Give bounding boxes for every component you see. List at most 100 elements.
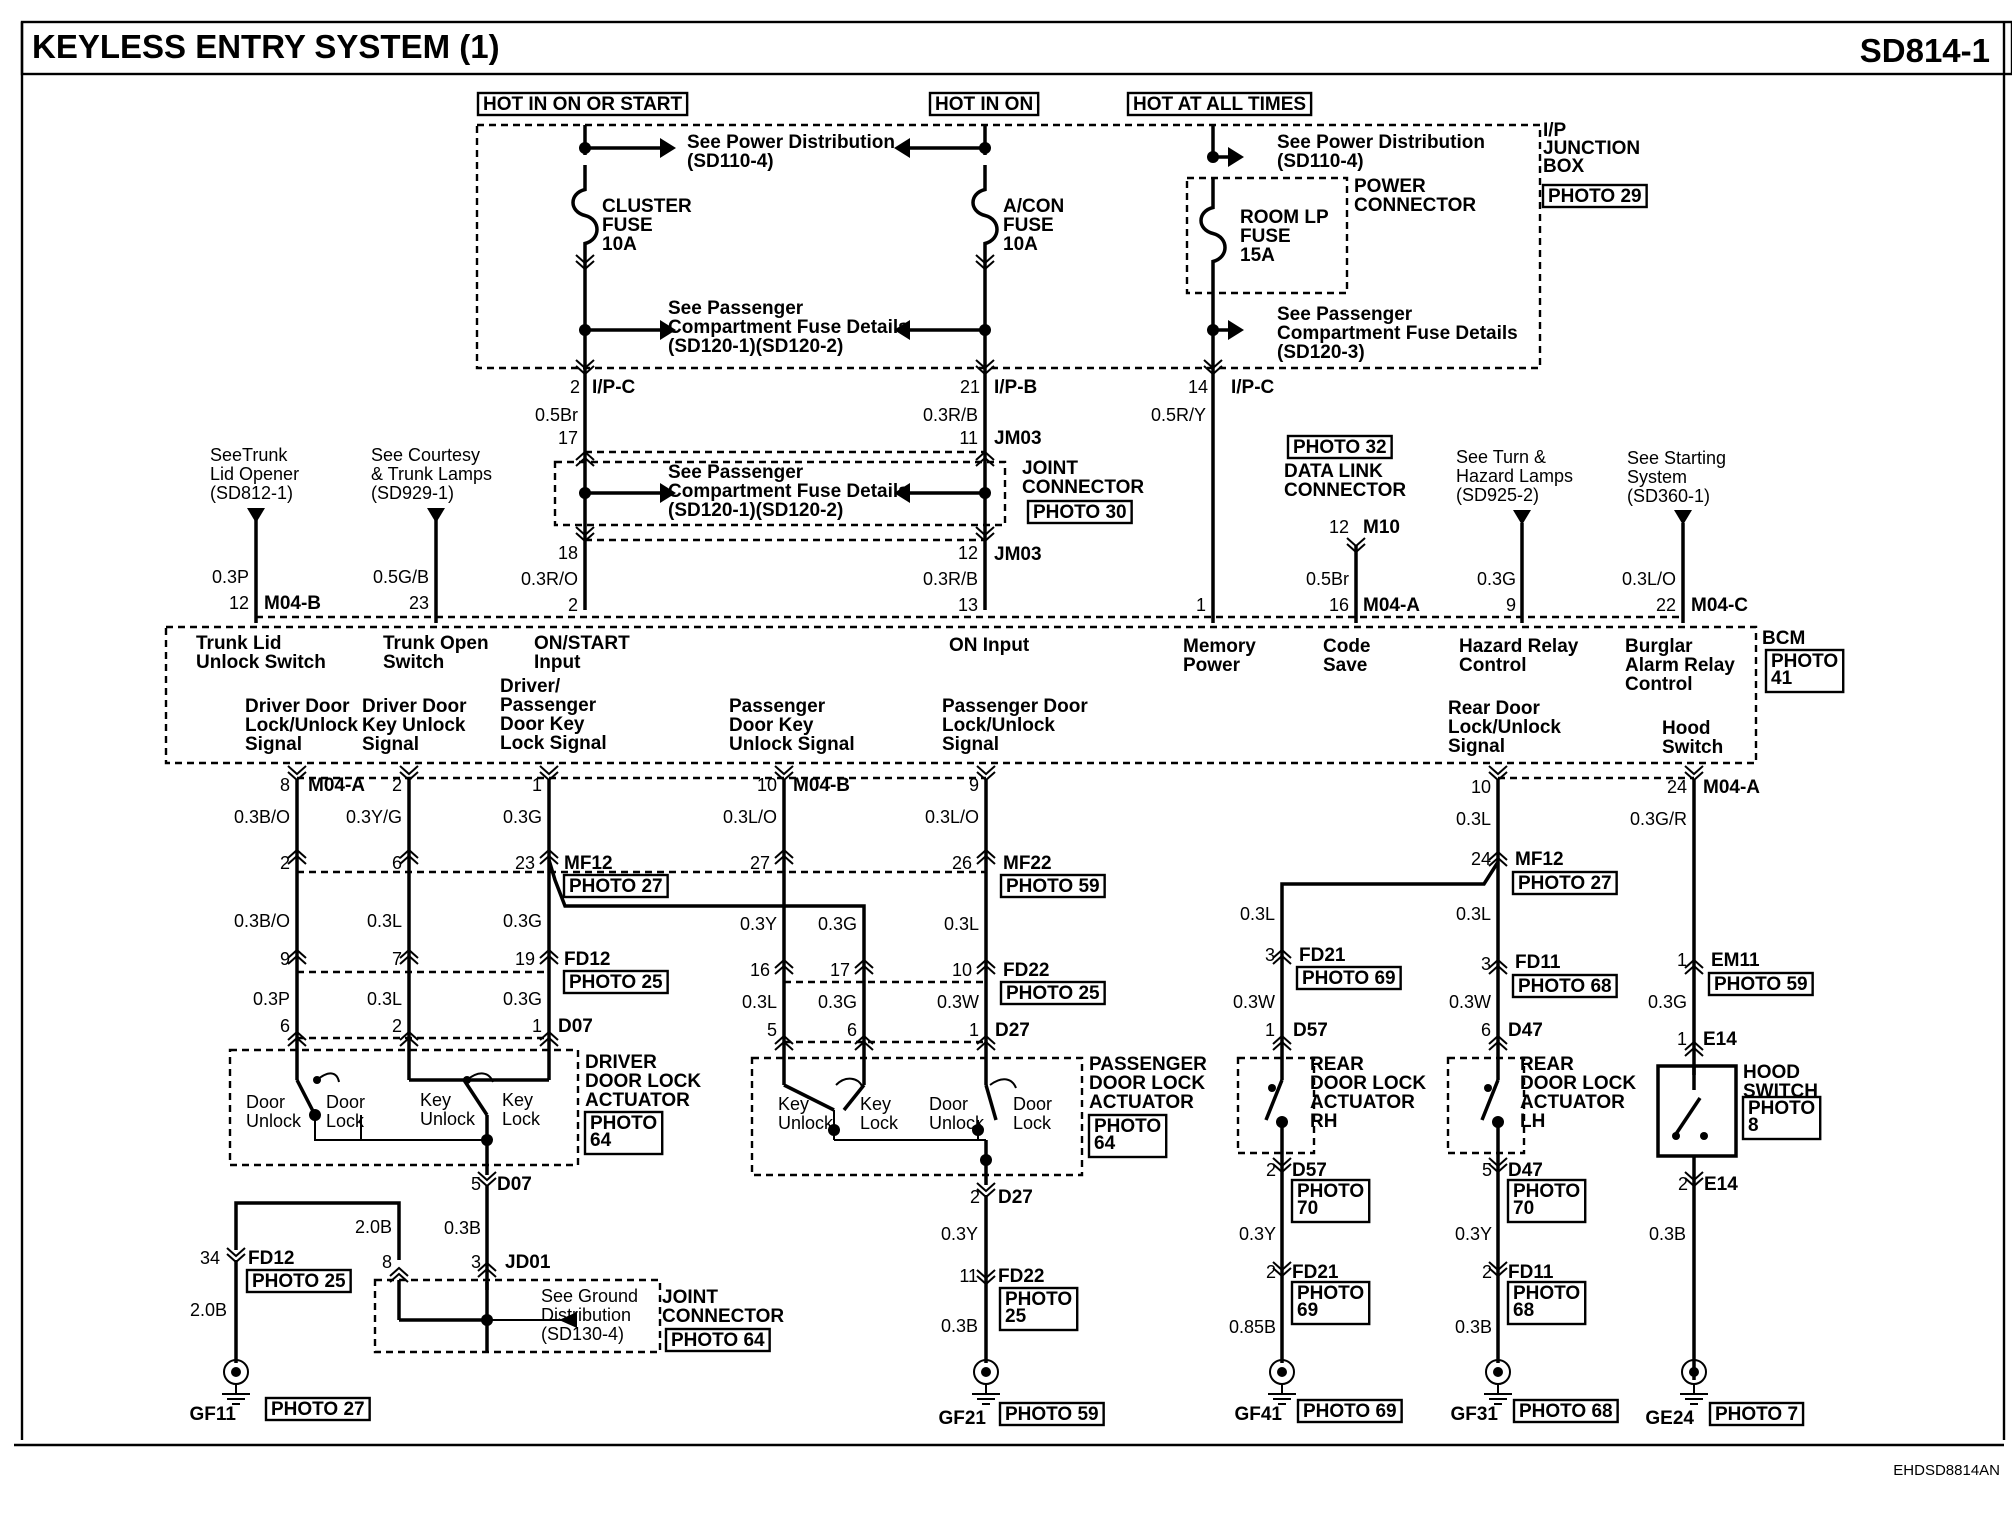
cluster-fuse: CLUSTER [602,196,692,217]
pin-number: 8 [280,775,290,795]
wire-color: 0.3G [1648,992,1687,1012]
wire-color: 0.3R/B [923,569,978,589]
pin-number: 19 [515,949,535,969]
connector-id: M04-C [1691,595,1748,616]
wire-color: 0.3B [941,1316,978,1336]
pin-number: 23 [515,853,535,873]
bcm-pin-passenger-door-lock: Lock/Unlock [942,715,1055,736]
wire-color: 0.3L [1456,809,1491,829]
data-link-connector-photo-box [1286,434,1393,460]
connector-icon [1488,1034,1508,1045]
fd21-ground-photo: 69 [1297,1300,1318,1321]
wire-color: 2.0B [355,1217,392,1237]
pin-number: 16 [1329,595,1349,615]
fd22-ground-photo-box [998,1286,1079,1332]
see-ground-distribution: See Ground [541,1286,638,1306]
wire-color: 0.3B [1649,1224,1686,1244]
ground-id: GF41 [1234,1404,1282,1425]
connector-icon [975,254,995,265]
mf22-photo-box [999,873,1106,899]
pin-number: 24 [1471,849,1491,869]
bcm-photo-box [1764,648,1845,694]
passenger-actuator-photo: PHOTO [1094,1116,1161,1137]
rear-lh-actuator-label: ACTUATOR [1520,1092,1625,1113]
connector-icon [1488,964,1508,975]
wire-color: 0.5Br [1306,569,1349,589]
pin-number: 21 [960,377,980,397]
wire-color: 0.3L [944,914,979,934]
fd12-ground-photo: PHOTO 25 [252,1271,346,1292]
connector-icon [976,848,996,859]
gf11-photo: PHOTO 27 [271,1399,365,1420]
switch-link [316,1072,340,1083]
fd22-ground-photo: PHOTO [1005,1289,1072,1310]
pin-number: 10 [1471,777,1491,797]
hot-in-on-or-start: HOT IN ON OR START [483,94,683,115]
connector-icon [976,765,996,776]
reference-arrow-icon [1513,510,1531,525]
pin-number: 1 [1677,950,1687,970]
connector-icon [1684,1171,1704,1182]
see-power-distribution: (SD110-4) [687,151,774,172]
pin-number: 18 [558,543,578,563]
driver-actuator-photo-box [583,1110,664,1156]
switch-contact [1700,1132,1708,1140]
pin-number: 14 [1188,377,1208,397]
connector-icon [774,964,794,975]
connector-icon [399,954,419,965]
hot-in-on-or-start-box [476,91,689,117]
door-lock-label: Door [1013,1094,1052,1114]
fuse-icon [1199,178,1227,293]
wire-color: 0.3L/O [925,807,979,827]
pin-number: 10 [757,775,777,795]
switch-arm [984,1084,998,1121]
pin-number: 12 [958,543,978,563]
key-lock-label: Key [860,1094,891,1114]
connector-id: D47 [1508,1020,1543,1041]
em11-photo: PHOTO 59 [1714,974,1808,995]
hood-switch-box [1656,1064,1738,1158]
gf31-photo: PHOTO 68 [1519,1401,1613,1422]
driver-door-lock-actuator-label: DRIVER [585,1052,657,1073]
reference-arrow-icon [427,508,445,523]
see-turn-hazard-lamps: (SD925-2) [1456,485,1539,505]
data-link-connector: CONNECTOR [1284,480,1406,501]
pin-number: 6 [847,1020,857,1040]
bcm-pin-on-input: ON Input [949,635,1030,656]
bcm-pin-on-start: Input [534,652,581,673]
pin-number: 2 [570,377,580,397]
connector-id: D47 [1508,1160,1543,1181]
joint-connector-label: CONNECTOR [662,1306,784,1327]
see-trunk-lid-opener: Lid Opener [210,464,299,484]
hood-switch-label: HOOD [1743,1062,1800,1083]
wire-color: 0.3G [1477,569,1516,589]
mf12-photo-box [562,873,669,899]
connector-icon [976,1040,996,1051]
connector-id: M04-B [264,593,321,614]
connector-icon [399,1036,419,1047]
bcm-pin-driver-key-unlock: Key Unlock [362,715,466,736]
connector-icon [1488,856,1508,867]
hot-at-all-times-box [1126,91,1313,117]
pin-number: 5 [471,1174,481,1194]
connector-icon [774,1034,794,1045]
page-code: SD814-1 [1860,32,1990,69]
acon-fuse: A/CON [1003,196,1064,217]
bcm-photo: PHOTO [1771,651,1838,672]
pin-number: 5 [767,1020,777,1040]
arrow-icon [894,138,910,158]
bcm-pin-door-key-lock: Lock Signal [500,733,607,754]
key-unlock-label: Key [420,1090,451,1110]
wire-color: 0.3P [253,989,290,1009]
connector-icon [539,948,559,959]
gf11-photo-box [264,1396,371,1422]
connector-id: FD12 [564,949,610,970]
wire-color: 0.3Y [1455,1224,1492,1244]
bcm-pin-rear-door-lock: Lock/Unlock [1448,717,1561,738]
wire [547,859,866,1045]
connector-icon [854,958,874,969]
connector-icon [477,1171,497,1182]
pin-number: 1 [969,1020,979,1040]
hot-at-all-times: HOT AT ALL TIMES [1133,94,1306,115]
hood-switch-photo: 8 [1748,1115,1759,1136]
